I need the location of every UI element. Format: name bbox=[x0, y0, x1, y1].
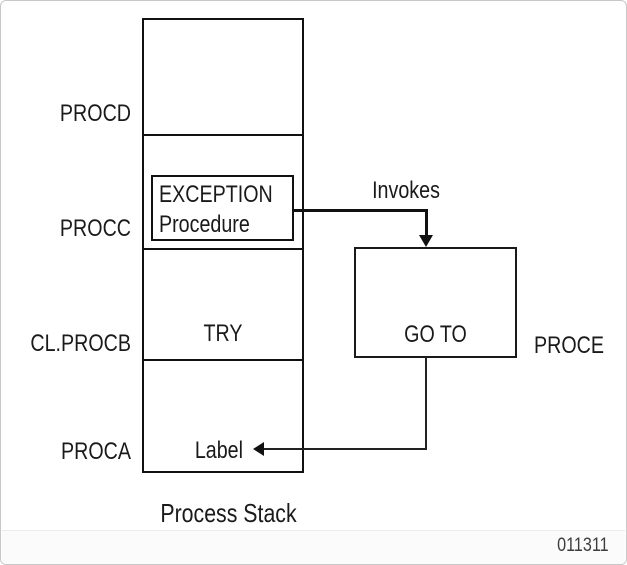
frame-label-procd: PROCD bbox=[59, 100, 131, 127]
exception-title: EXCEPTION bbox=[159, 181, 273, 208]
frame-label-proca: PROCA bbox=[61, 438, 131, 465]
figure-caption: Process Stack bbox=[160, 498, 297, 528]
return-arrow-line-horizontal bbox=[261, 448, 427, 450]
exception-procedure-text: EXCEPTION Procedure bbox=[159, 180, 273, 240]
footer-area bbox=[2, 531, 625, 564]
frame-label-clprocb: CL.PROCB bbox=[30, 330, 132, 357]
invokes-arrow-line-vertical bbox=[425, 209, 428, 237]
goto-box-outside-label: PROCE bbox=[534, 332, 604, 359]
arrowhead-down-icon bbox=[419, 235, 433, 247]
stack-divider bbox=[144, 134, 302, 136]
return-arrow-line-vertical bbox=[425, 357, 427, 450]
goto-box: GO TO bbox=[354, 247, 517, 358]
figure-number: 011311 bbox=[557, 535, 609, 556]
footer-divider bbox=[2, 530, 625, 531]
invokes-arrow-label: Invokes bbox=[372, 177, 440, 204]
stack-divider bbox=[144, 248, 302, 250]
stack-content-try: TRY bbox=[203, 320, 243, 347]
frame-label-procc: PROCC bbox=[59, 215, 131, 242]
exception-subtitle: Procedure bbox=[159, 211, 250, 238]
stack-content-label: Label bbox=[194, 437, 243, 464]
invokes-arrow-line-horizontal bbox=[292, 209, 428, 212]
goto-box-text: GO TO bbox=[404, 321, 467, 348]
exception-procedure-box: EXCEPTION Procedure bbox=[151, 175, 294, 241]
arrowhead-left-icon bbox=[253, 442, 264, 456]
stack-divider bbox=[144, 359, 302, 361]
process-stack-box bbox=[142, 18, 304, 473]
